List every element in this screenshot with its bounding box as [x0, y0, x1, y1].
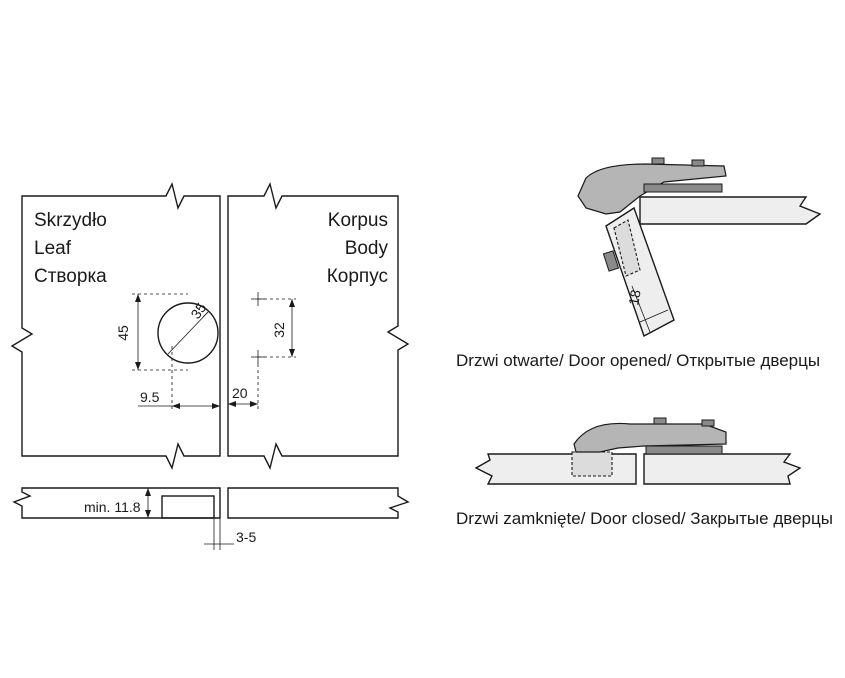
body-label-ru: Корпус	[327, 266, 388, 287]
cup-hole	[132, 293, 219, 371]
dimension-gap	[204, 518, 234, 550]
dimension-9-5	[138, 346, 220, 412]
body-panel	[227, 181, 410, 471]
caption-door-closed: Drzwi zamknięte/ Door closed/ Закрытые д…	[456, 509, 833, 528]
leaf-label-en: Leaf	[34, 238, 72, 259]
edge-section-left	[12, 487, 221, 519]
body-label-en: Body	[345, 238, 389, 259]
dimension-32	[289, 299, 295, 357]
dim-32-label: 32	[271, 322, 287, 338]
body-label-pl: Korpus	[328, 210, 388, 231]
dim-20-label: 20	[232, 385, 248, 401]
dimension-20	[228, 364, 259, 410]
dim-18-label: 18	[625, 288, 643, 306]
door-opened-illustration	[577, 157, 822, 338]
leaf-label-ru: Створка	[34, 266, 107, 287]
door-closed-illustration	[474, 417, 802, 485]
dim-gap-label: 3-5	[236, 529, 256, 545]
edge-section-right	[227, 487, 410, 519]
leaf-panel	[10, 181, 221, 471]
dimension-45	[135, 294, 141, 370]
dim-9-5-label: 9.5	[140, 389, 160, 405]
caption-door-opened: Drzwi otwarte/ Door opened/ Открытые две…	[456, 351, 820, 370]
dimension-min-thickness	[142, 487, 162, 519]
dim-min-thickness-label: min. 11.8	[84, 499, 141, 515]
dim-45-label: 45	[115, 325, 131, 341]
leaf-label-pl: Skrzydło	[34, 210, 107, 231]
screw-holes	[251, 292, 296, 364]
